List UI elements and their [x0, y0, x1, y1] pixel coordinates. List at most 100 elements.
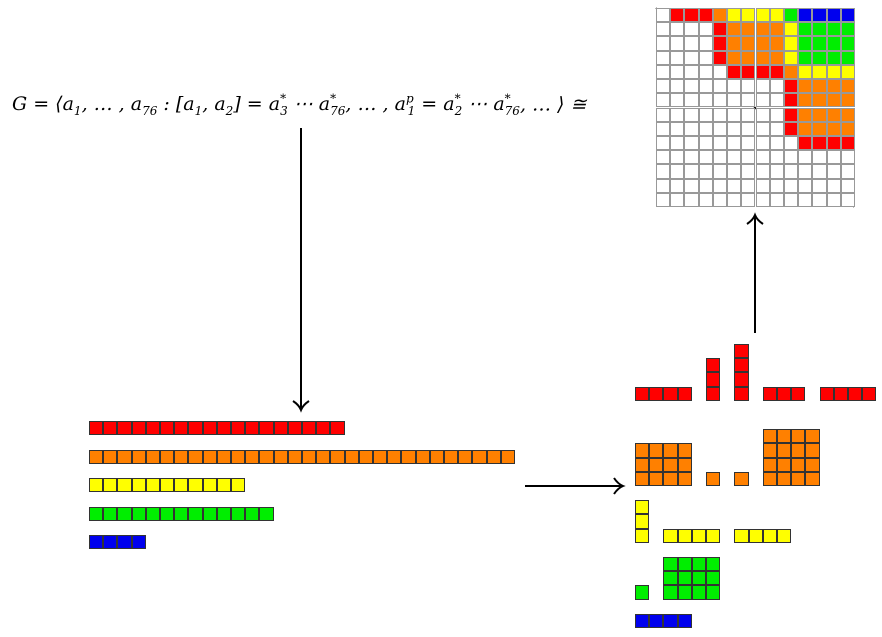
matrix-cell [812, 107, 827, 122]
matrix-cell [670, 79, 685, 94]
matrix-cell [684, 150, 699, 165]
matrix-cell [712, 150, 728, 165]
formula-subscript: 76 [504, 104, 520, 119]
bar-cell-orange [429, 449, 444, 464]
matrix-cell [741, 150, 756, 165]
formula-token: , … ⟩ ≅ [520, 93, 587, 115]
matrix-cell [769, 150, 784, 165]
bar-cell-red [231, 421, 246, 436]
matrix-cell [656, 22, 671, 37]
matrix-cell [769, 93, 784, 108]
matrix-cell [670, 178, 685, 193]
matrix-cell [826, 135, 841, 151]
bar-cell-orange [316, 449, 331, 464]
bar-cell-yellow [117, 478, 132, 493]
matrix-cell [826, 8, 841, 23]
bar-cell-orange [216, 449, 231, 464]
matrix-cell [769, 135, 784, 151]
matrix-cell [812, 64, 827, 80]
matrix-cell [840, 164, 855, 179]
matrix-cell [798, 64, 813, 80]
matrix-cell [698, 36, 713, 51]
matrix-cell [840, 192, 855, 207]
formula-subscript: 1 [73, 104, 82, 119]
formula-text: = a [415, 93, 455, 116]
bar-cell-orange [188, 449, 203, 464]
formula-subscript: 76 [142, 104, 158, 119]
matrix-cell [840, 64, 855, 80]
bar-cell-blue [89, 535, 104, 550]
block-cell-yellow [691, 528, 706, 543]
matrix-cell [826, 22, 841, 37]
bar-cell-orange [160, 449, 175, 464]
matrix-cell [840, 79, 855, 94]
matrix-cell [698, 121, 713, 136]
matrix-cell [698, 50, 713, 65]
matrix-cell [727, 164, 742, 179]
formula-text: , … ⟩ ≅ [519, 93, 587, 116]
block-cell-orange [762, 457, 777, 472]
bar-cell-red [188, 421, 203, 436]
matrix-cell [656, 150, 671, 165]
matrix-cell [741, 22, 756, 37]
bar-cell-yellow [131, 478, 146, 493]
block-cell-orange [805, 457, 820, 472]
bar-cell-blue [117, 535, 132, 550]
matrix-cell [755, 36, 770, 51]
matrix-cell [798, 50, 813, 65]
bar-cell-yellow [202, 478, 217, 493]
block-cell-yellow [635, 514, 650, 529]
bar-cell-red [216, 421, 231, 436]
bar-cell-red [89, 421, 104, 436]
block-cell-yellow [762, 528, 777, 543]
matrix-cell [769, 22, 784, 37]
matrix-cell [826, 79, 841, 94]
block-cell-green [691, 557, 706, 572]
block-cell-green [691, 585, 706, 600]
matrix-cell [656, 79, 671, 94]
block-cell-yellow [734, 528, 749, 543]
block-cell-green [677, 571, 692, 586]
bar-cell-orange [444, 449, 459, 464]
matrix-cell [741, 107, 756, 122]
bar-cell-orange [373, 449, 388, 464]
block-cell-orange [649, 471, 664, 486]
block-cell-red [791, 386, 806, 401]
bar-cell-green [103, 506, 118, 521]
block-cell-orange [663, 457, 678, 472]
matrix-cell [670, 22, 685, 37]
matrix-cell [755, 22, 770, 37]
block-cell-blue [649, 613, 664, 628]
block-cell-red [663, 386, 678, 401]
bar-cell-green [245, 506, 260, 521]
bar-cell-orange [401, 449, 416, 464]
bar-cell-orange [89, 449, 104, 464]
matrix-cell [727, 135, 742, 151]
bar-cell-yellow [216, 478, 231, 493]
matrix-cell [798, 8, 813, 23]
matrix-cell [840, 178, 855, 193]
matrix-cell [698, 135, 713, 151]
bar-cell-red [174, 421, 189, 436]
matrix-cell [684, 79, 699, 94]
block-cell-green [706, 557, 721, 572]
bar-cell-red [245, 421, 260, 436]
matrix-cell [812, 150, 827, 165]
matrix-cell [783, 178, 799, 193]
formula-token: ⋯ a*76 [462, 92, 520, 119]
bar-cell-orange [245, 449, 260, 464]
matrix-cell [741, 121, 756, 136]
matrix-cell [741, 164, 756, 179]
block-cell-orange [635, 457, 650, 472]
formula-subscript: 3 [280, 104, 288, 119]
bar-cell-orange [458, 449, 473, 464]
bar-cell-orange [472, 449, 487, 464]
matrix-cell [698, 8, 713, 23]
arrow-up [746, 212, 764, 333]
bar-cell-orange [287, 449, 302, 464]
block-cell-orange [791, 471, 806, 486]
matrix-cell [812, 121, 827, 136]
block-cell-orange [805, 429, 820, 444]
formula-token: G = ⟨a1 [12, 93, 82, 119]
